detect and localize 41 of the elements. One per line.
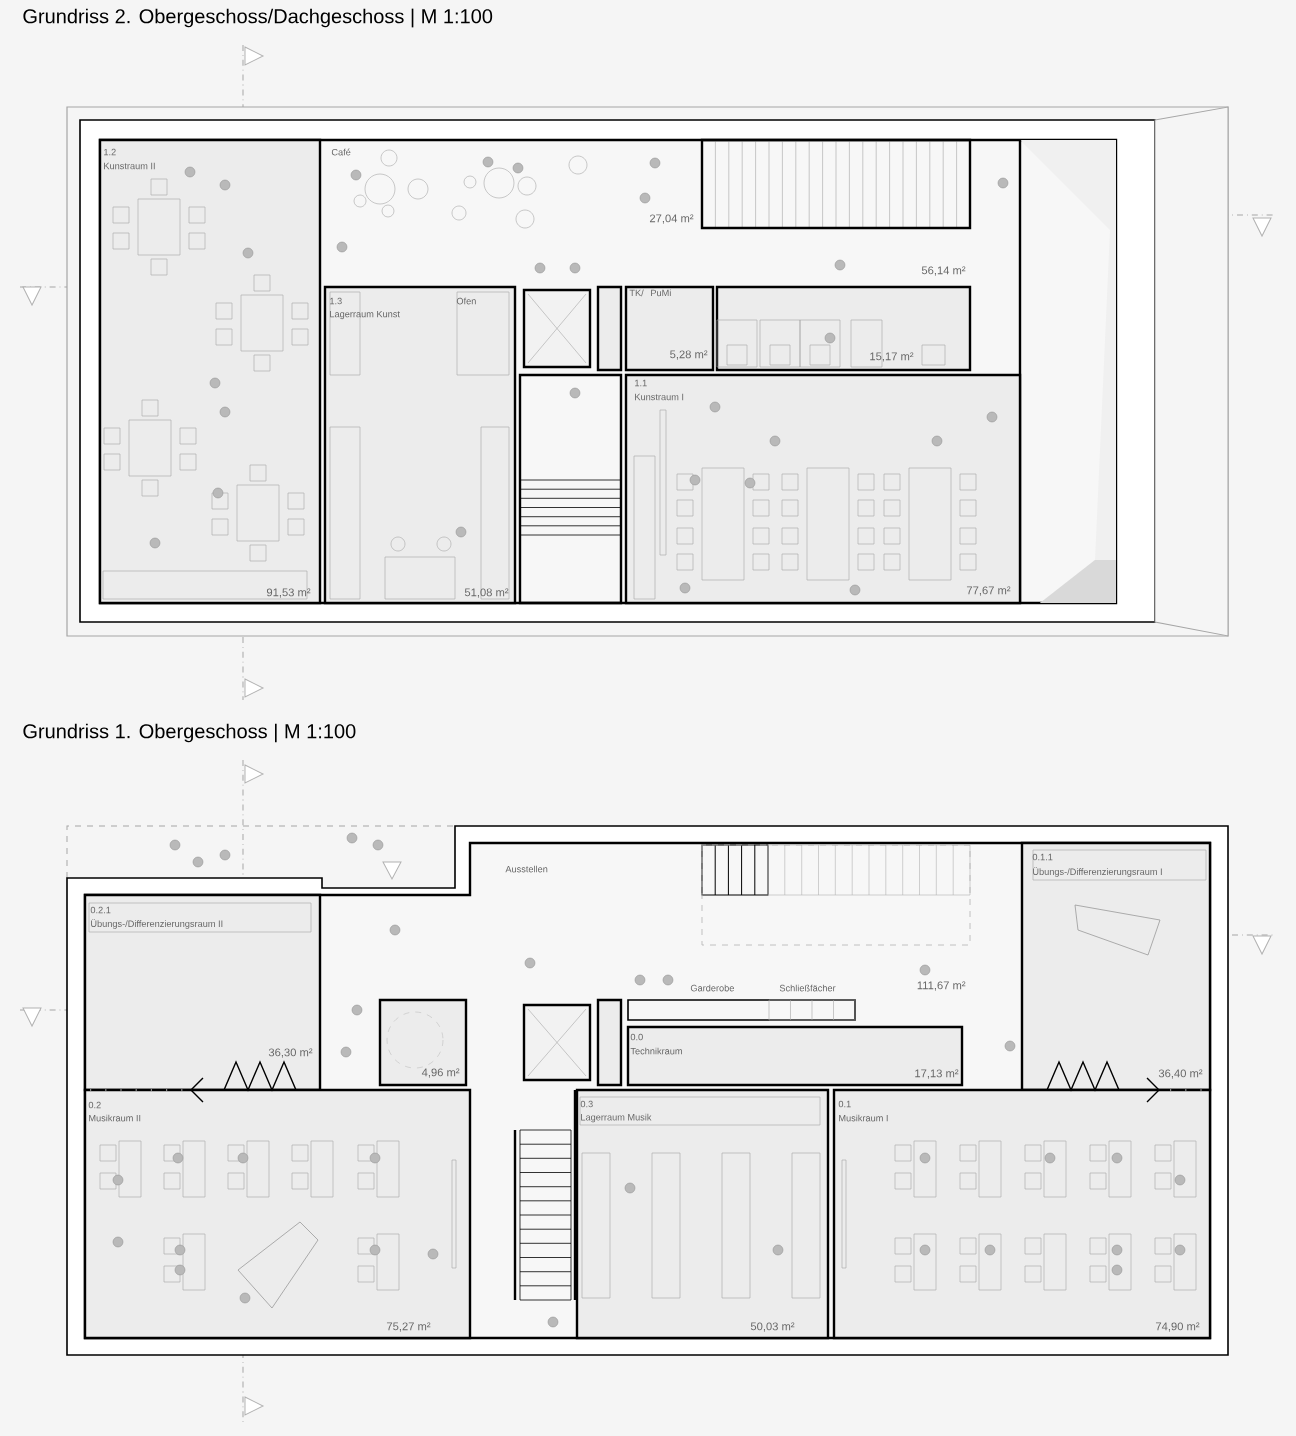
room-label: Übungs-/Differenzierungsraum II <box>91 919 223 929</box>
room-label: 1.1 <box>635 379 647 387</box>
room-label: Musikraum I <box>839 1114 888 1122</box>
area-label: 15,17 m² <box>870 352 914 362</box>
area-label: 50,03 m² <box>750 1322 795 1332</box>
area-label: 74,90 m² <box>1155 1322 1200 1332</box>
area-label: 36,30 m² <box>268 1048 313 1058</box>
room-label: Technikraum <box>630 1047 682 1055</box>
area-label: 51,08 m² <box>464 588 509 598</box>
room-label: Lagerraum Musik <box>581 1113 652 1123</box>
area-label: 77,67 m² <box>966 586 1011 596</box>
area-label: 17,13 m² <box>915 1069 959 1079</box>
room-label: Café <box>331 148 351 156</box>
room-label: 1.3 <box>330 297 342 305</box>
plan-title: Grundriss 2. Obergeschoss/Dachgeschoss | M 1:100 <box>23 8 493 28</box>
room-label: Übungs-/Differenzierungsraum I <box>1033 867 1162 877</box>
area-label: 4,96 m² <box>421 1068 460 1078</box>
area-label: 111,67 m² <box>917 981 966 991</box>
room-label: Musikraum II <box>89 1114 141 1122</box>
room-label: Kunstraum I <box>635 393 684 401</box>
room-label: 0.1.1 <box>1032 853 1053 861</box>
area-label: 56,14 m² <box>921 266 966 276</box>
room-label: Garderobe <box>690 984 734 992</box>
area-label: 36,40 m² <box>1158 1069 1203 1079</box>
room-label: Lagerraum Kunst <box>330 310 400 320</box>
area-label: 91,53 m² <box>266 588 311 598</box>
room-label: 0.1 <box>838 1100 851 1108</box>
room-label: 0.0 <box>630 1033 643 1041</box>
room-label: Schließfächer <box>779 984 836 992</box>
plan-title: Grundriss 1. Obergeschoss | M 1:100 <box>23 723 356 743</box>
room-label: Ausstellen <box>505 865 548 873</box>
room-label: 0.3 <box>580 1100 593 1108</box>
room-label: Kunstraum II <box>104 162 155 170</box>
room-label: TK/ PuMi <box>629 289 671 297</box>
room-label: 0.2 <box>88 1101 101 1109</box>
room-label: Ofen <box>456 297 476 305</box>
room-label: 0.2.1 <box>90 906 111 914</box>
area-label: 75,27 m² <box>386 1322 431 1332</box>
area-label: 5,28 m² <box>670 350 708 360</box>
room-label: 1.2 <box>104 148 116 156</box>
area-label: 27,04 m² <box>649 214 694 224</box>
